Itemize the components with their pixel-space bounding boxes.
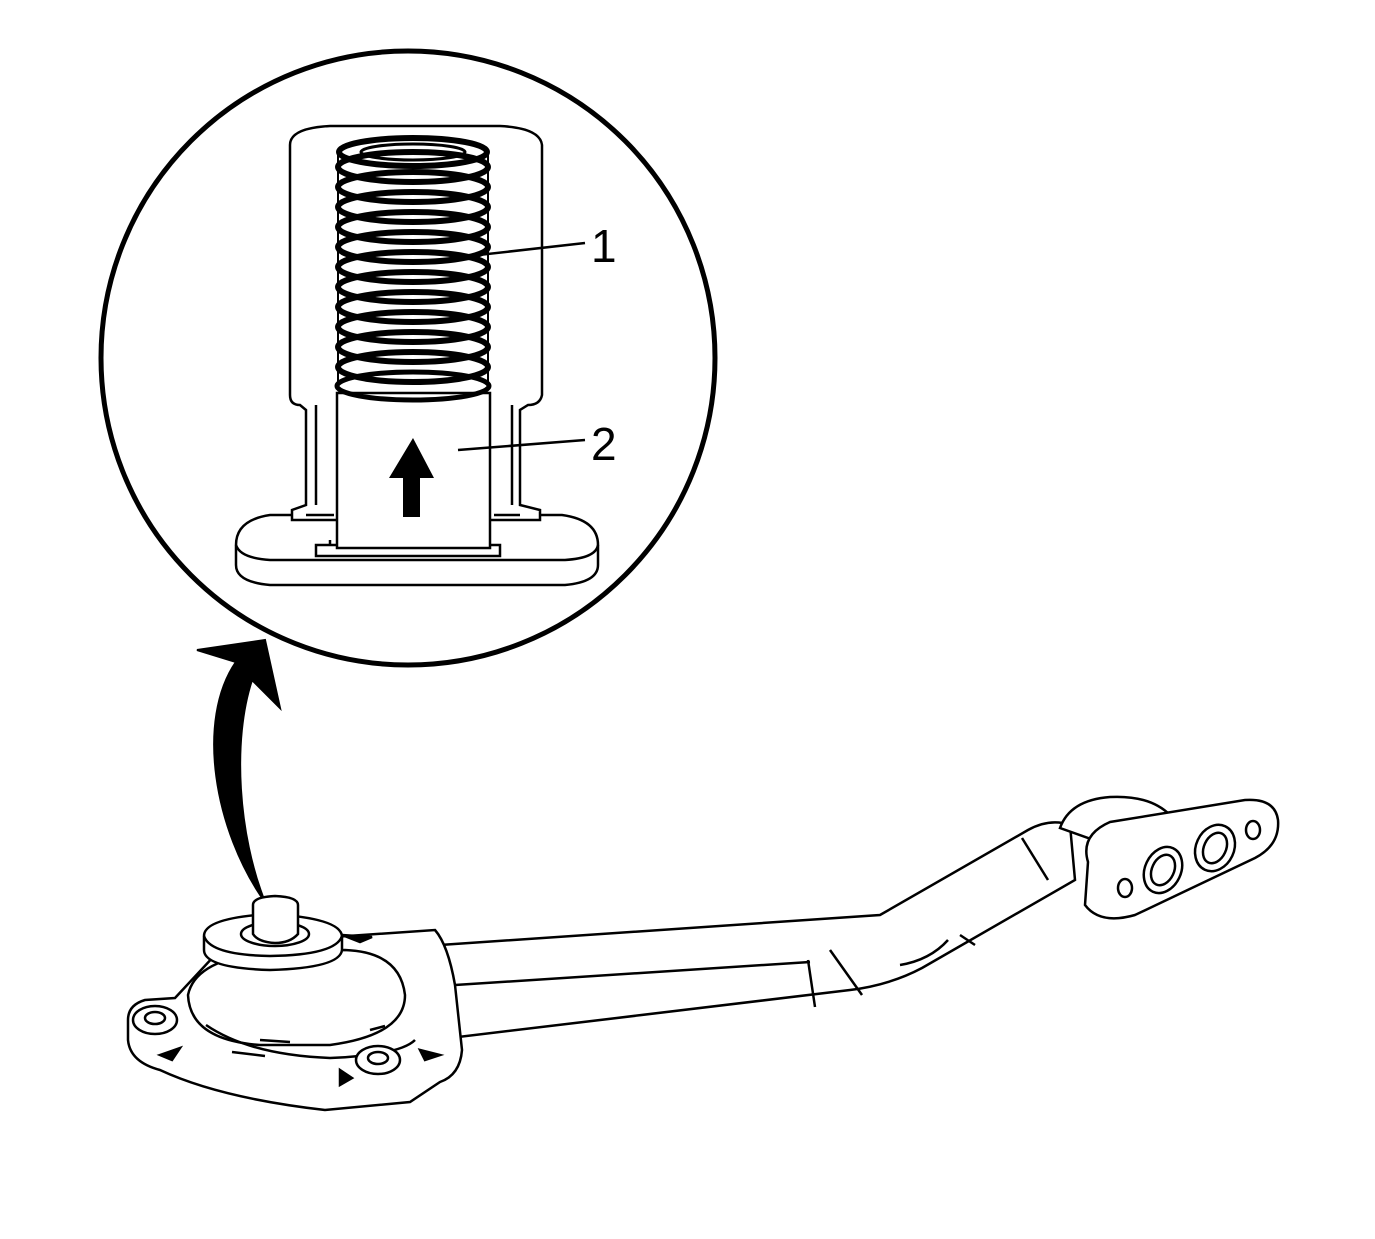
callout-label-1: 1 bbox=[591, 220, 617, 272]
pickup-flange bbox=[1058, 795, 1280, 920]
detail-view: 1 2 bbox=[98, 48, 718, 668]
callout-1: 1 bbox=[451, 220, 617, 272]
pickup-tube bbox=[438, 821, 1077, 1040]
base-flange bbox=[234, 513, 600, 587]
pump-body bbox=[126, 928, 464, 1112]
pump-assembly bbox=[126, 795, 1280, 1112]
callout-2: 2 bbox=[457, 418, 617, 470]
valve-piston bbox=[335, 391, 492, 550]
relief-valve-boss bbox=[202, 894, 373, 972]
coil-spring bbox=[334, 135, 492, 403]
callout-label-2: 2 bbox=[591, 418, 617, 470]
zoom-arrow-icon bbox=[196, 638, 282, 903]
up-arrow-icon bbox=[389, 438, 434, 517]
